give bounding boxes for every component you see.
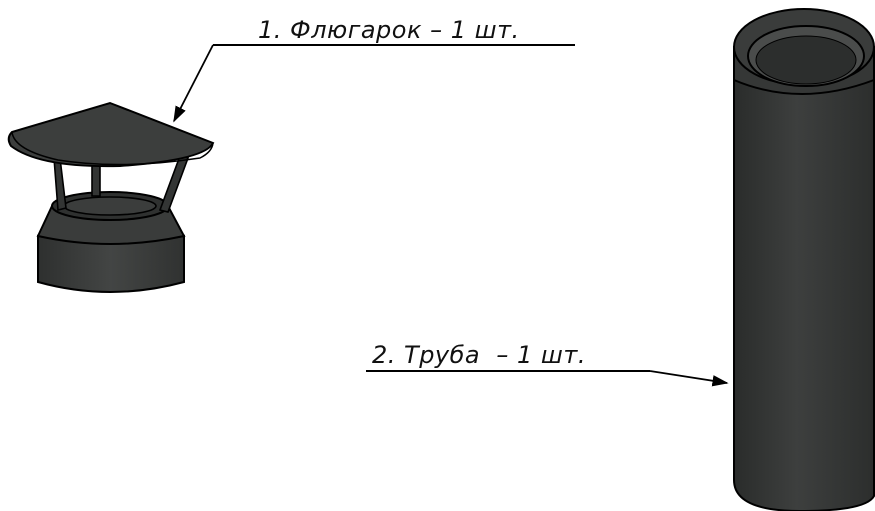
- callout-1-leader: [173, 44, 214, 123]
- cap-leg-middle: [91, 161, 101, 197]
- callout-1-label: 1. Флюгарок – 1 шт.: [258, 16, 520, 44]
- cap-hood-rim: [11, 131, 214, 166]
- pipe-opening-shadow: [755, 35, 857, 85]
- callout-2-label: 2. Труба – 1 шт.: [372, 341, 586, 369]
- pipe: [733, 8, 875, 511]
- cap-leg-right: [158, 155, 190, 213]
- callout-2-leader: [649, 370, 729, 387]
- chimney-cap: [7, 101, 215, 293]
- pipe-body: [733, 46, 875, 511]
- callout-2: 2. Труба – 1 шт.: [366, 341, 729, 387]
- cap-ring-inner: [63, 196, 157, 216]
- cap-hood: [7, 101, 215, 168]
- callout-1: 1. Флюгарок – 1 шт.: [173, 16, 575, 123]
